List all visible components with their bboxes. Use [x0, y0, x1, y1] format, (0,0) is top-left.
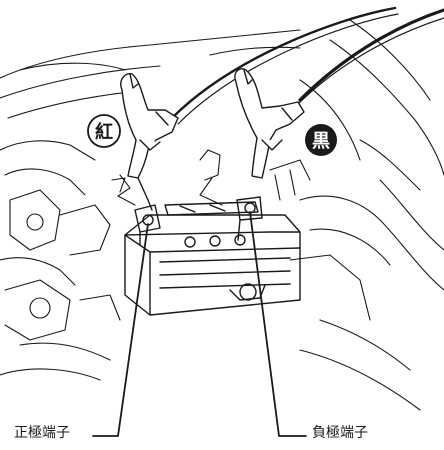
black-clamp	[234, 68, 305, 179]
positive-leader-line	[92, 223, 149, 437]
red-jumper-cable	[170, 6, 399, 125]
battery	[124, 214, 301, 316]
battery-bracket	[164, 201, 259, 216]
negative-terminal	[236, 196, 263, 241]
negative-terminal-label: 負極端子	[312, 425, 368, 441]
hood-outline	[0, 19, 444, 176]
positive-terminal-label: 正極端子	[14, 425, 70, 441]
fender-right	[269, 139, 444, 411]
black-jumper-cable	[295, 8, 444, 107]
red-badge: 紅	[87, 114, 121, 148]
black-badge-text: 黒	[312, 131, 330, 152]
red-badge-text: 紅	[95, 121, 113, 143]
red-clamp	[120, 73, 179, 211]
leader-lines	[92, 211, 307, 437]
negative-leader-line	[249, 211, 307, 437]
clamp-to-terminal-paths	[111, 149, 223, 206]
engine-left	[0, 140, 121, 381]
black-badge: 黒	[305, 124, 337, 156]
